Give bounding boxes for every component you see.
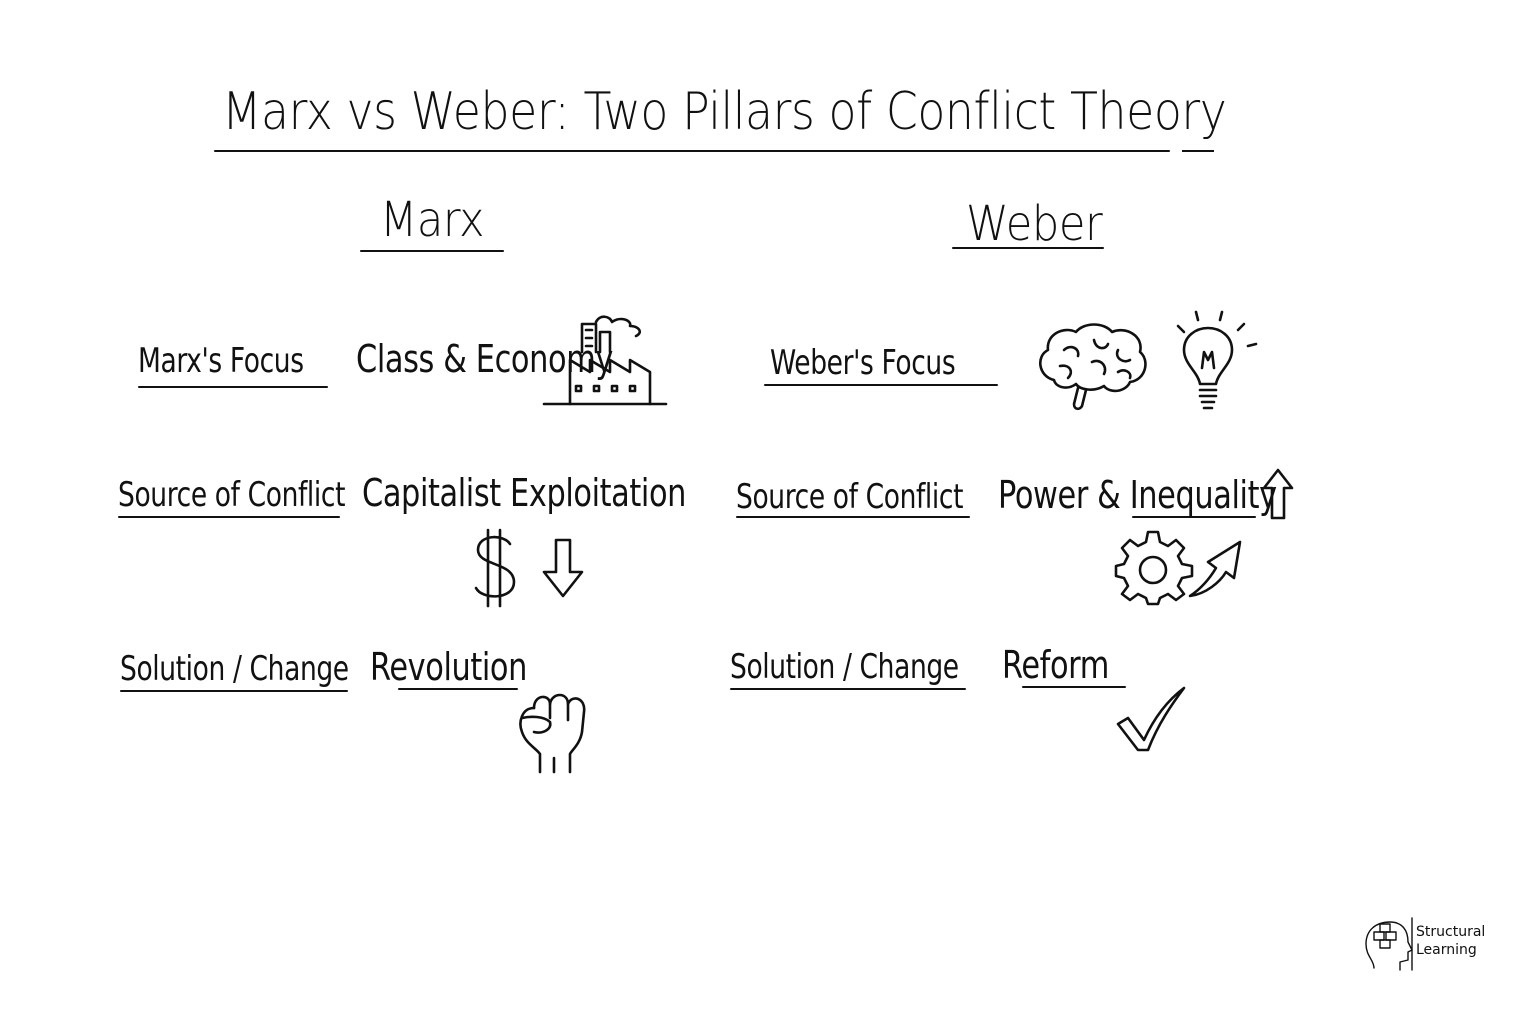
growth-arrow-icon (1188, 540, 1242, 598)
weber-conflict-value: Power & Inequality (998, 473, 1277, 517)
weber-solution-label-underline (730, 688, 966, 690)
marx-column-heading: Marx (380, 192, 485, 248)
weber-heading-underline (952, 247, 1104, 249)
logo-text-line2: Learning (1416, 942, 1477, 958)
dollar-icon (474, 528, 516, 608)
weber-focus-label-underline (764, 384, 998, 386)
marx-conflict-value: Capitalist Exploitation (362, 471, 687, 515)
weber-solution-value: Reform (1002, 643, 1109, 687)
marx-solution-label: Solution / Change (120, 649, 349, 689)
marx-solution-value: Revolution (370, 645, 527, 689)
raised-fist-icon (519, 693, 586, 774)
marx-focus-label-underline (138, 386, 328, 388)
title-underline-tail (1182, 150, 1214, 152)
weber-column-heading: Weber (966, 196, 1103, 252)
marx-focus-label: Marx's Focus (138, 341, 304, 381)
logo-text-line1: Structural (1416, 924, 1486, 940)
checkmark-icon (1116, 686, 1186, 752)
weber-solution-label: Solution / Change (730, 647, 959, 687)
down-arrow-icon (542, 538, 584, 598)
marx-conflict-label: Source of Conflict (118, 475, 346, 515)
title-underline (214, 150, 1170, 152)
weber-solution-value-underline (1022, 686, 1126, 688)
structural-learning-logo (1365, 917, 1413, 971)
lightbulb-icon (1176, 310, 1258, 410)
brain-icon (1039, 323, 1147, 411)
up-arrow-icon (1262, 468, 1294, 520)
weber-focus-label: Weber's Focus (770, 343, 956, 383)
weber-conflict-label: Source of Conflict (736, 477, 964, 517)
page-title: Marx vs Weber: Two Pillars of Conflict T… (222, 82, 1227, 142)
gear-icon (1114, 530, 1194, 606)
weber-conflict-value-underline (1132, 516, 1256, 518)
marx-heading-underline (360, 250, 504, 252)
marx-conflict-label-underline (118, 516, 340, 518)
marx-solution-label-underline (120, 690, 348, 692)
factory-icon (542, 315, 668, 406)
marx-solution-value-underline (398, 688, 518, 690)
weber-conflict-label-underline (736, 516, 970, 518)
